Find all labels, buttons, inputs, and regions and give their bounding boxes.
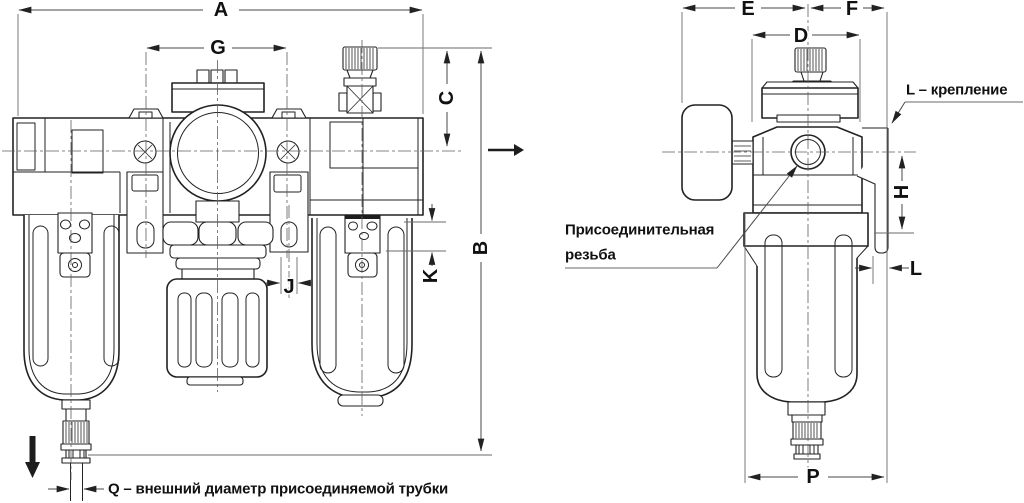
thread-leader: Присоединительная резьба [564,165,798,269]
mount-tab-right [271,108,307,119]
dim-label-D: D [794,25,808,47]
bracket-leader: L – крепление [891,80,1023,124]
dim-G: G [146,36,287,61]
side-body [752,126,863,214]
bracket-note: L – крепление [906,82,1007,99]
dim-label-H: H [891,185,913,199]
filter-clamp [57,212,93,278]
lubricator-fill-screw [338,46,382,114]
dim-label-A: A [214,0,228,21]
panel-screw-left [133,140,157,164]
drain-flow-arrow-icon [25,436,40,478]
lubricator-clamp [344,214,381,278]
dim-F: F [810,0,885,22]
dim-label-L: L [910,258,922,280]
dim-Q: Q – внешний диаметр присоединяемой трубк… [48,479,449,499]
dim-label-G: G [210,37,226,59]
side-centerlines [662,4,916,483]
front-view: A G C B K [2,0,524,501]
regulator-unit [162,69,274,386]
dim-A: A [17,0,424,116]
connected-tube [70,463,83,501]
filter-head [13,118,121,213]
dim-label-E: E [741,0,754,20]
mounting-bracket [856,127,889,254]
dim-B: B [88,50,494,456]
filter-drain [60,399,92,501]
dim-label-F: F [846,0,858,20]
dim-label-B: B [470,241,492,255]
lubricator-head [310,121,423,201]
dim-C: C [378,47,492,147]
tube-diameter-note: Q – внешний диаметр присоединяемой трубк… [108,481,448,498]
regulator-round-body [169,104,267,202]
dim-label-P: P [806,466,819,488]
flow-out-arrow-icon [488,144,524,156]
side-drain [787,401,826,460]
dim-K: K [386,204,446,285]
dim-label-J: J [283,276,294,298]
dim-D: D [751,24,861,122]
side-view: E F D H L [564,0,1023,490]
side-bonnet [761,81,859,123]
dim-label-K: K [420,268,442,283]
dim-P: P [744,12,888,490]
dim-L: L [855,256,924,284]
panel-screw-right [276,140,300,164]
mount-bracket-left [126,171,164,254]
thread-note-line2: резьба [565,247,616,264]
filter-bowl [23,215,120,401]
dim-label-C: C [436,91,458,105]
thread-note-line1: Присоединительная [565,222,714,239]
side-bowl [743,212,869,403]
dim-E: E [681,0,806,103]
pressure-gauge [681,104,754,201]
front-centerlines [2,40,463,480]
manifold-joints [162,118,419,215]
dim-H: H [874,155,915,234]
dim-J: J [266,257,312,300]
